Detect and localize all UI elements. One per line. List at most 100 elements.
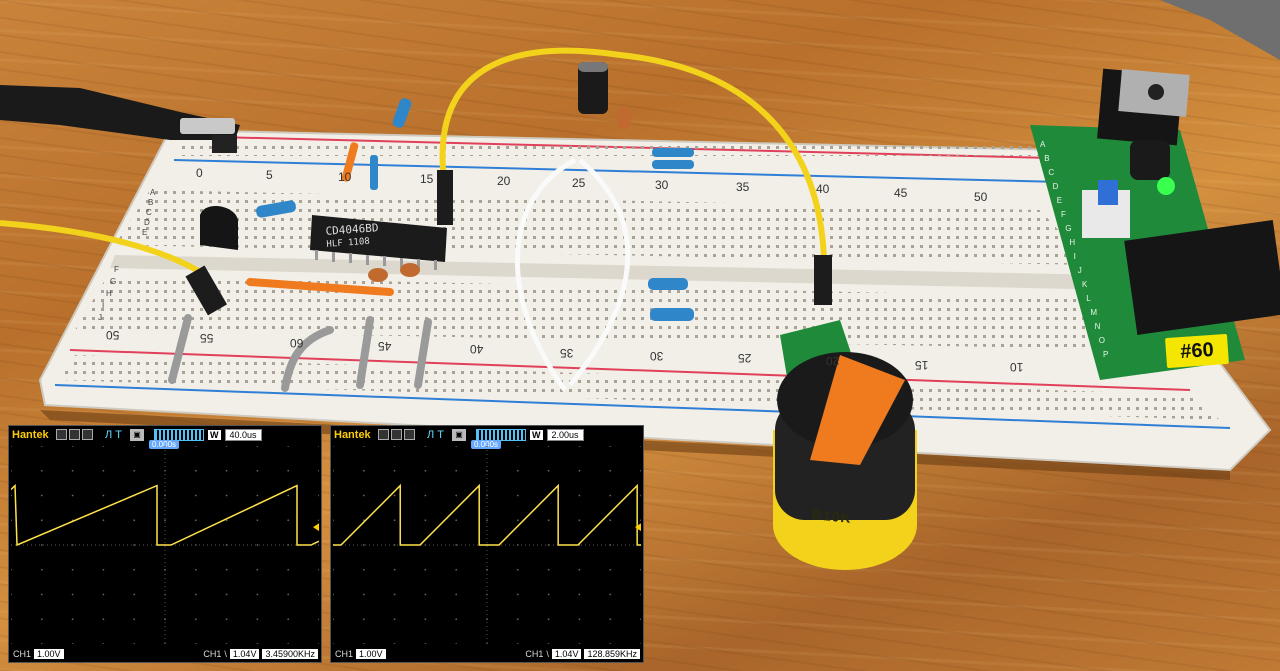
oscilloscope-capture-2: Hantek Л T ▣ W 2.00us 0.000s CH1 1.00V C… bbox=[330, 425, 644, 663]
grid-dot bbox=[393, 618, 396, 621]
grid-dot bbox=[318, 593, 319, 596]
grid-dot bbox=[318, 618, 319, 621]
grid-dot bbox=[194, 593, 197, 596]
trigger-level-marker bbox=[313, 523, 319, 532]
chip-marking: CD4046BD HLF 1108 bbox=[325, 221, 380, 251]
trigger-level: 1.04V bbox=[229, 649, 260, 659]
grid-dot bbox=[164, 494, 166, 497]
grid-dot bbox=[318, 519, 319, 522]
grid-dot bbox=[102, 618, 105, 621]
grid-dot bbox=[102, 469, 105, 472]
grid-dot bbox=[102, 519, 105, 522]
breadboard-number: 40 bbox=[470, 342, 484, 356]
lock-icon: ▣ bbox=[130, 428, 144, 441]
breadboard-number: 20 bbox=[826, 354, 840, 368]
grid-dot bbox=[40, 593, 43, 596]
breadboard-number: 10 bbox=[338, 170, 352, 184]
breadboard-number: 55 bbox=[200, 331, 214, 345]
grid-dot bbox=[640, 469, 641, 472]
grid-dot bbox=[194, 469, 197, 472]
cd4046-chip bbox=[310, 215, 447, 262]
grid-dot bbox=[164, 643, 166, 644]
grid-dot bbox=[516, 494, 519, 497]
grid-dot bbox=[578, 519, 581, 522]
trigger-position: 0.000s bbox=[149, 440, 180, 449]
grid-dot bbox=[362, 544, 365, 546]
grid-dot bbox=[71, 568, 74, 571]
grid-dot bbox=[393, 643, 396, 644]
scope-mode-icons bbox=[56, 429, 93, 440]
grid-dot bbox=[640, 446, 641, 447]
grid-dot bbox=[40, 469, 43, 472]
grid-dot bbox=[393, 544, 396, 546]
frequency-readout: 3.45900KHz bbox=[262, 649, 318, 659]
grid-dot bbox=[40, 519, 43, 522]
grid-dot bbox=[333, 568, 334, 571]
channel-volts: 1.00V bbox=[356, 649, 386, 659]
grid-dot bbox=[640, 568, 641, 571]
grid-dot bbox=[194, 618, 197, 621]
grid-dot bbox=[11, 469, 12, 472]
yellow-jumper-left bbox=[0, 220, 207, 278]
pcb-header-letter: N bbox=[1094, 322, 1101, 331]
scope-mode-icons bbox=[378, 429, 415, 440]
grid-dot bbox=[424, 446, 427, 447]
electrolytic-capacitor bbox=[578, 62, 608, 114]
grid-dot bbox=[287, 643, 290, 644]
pcb-header-letter: M bbox=[1090, 308, 1098, 317]
grid-dot bbox=[287, 446, 290, 447]
pcb-header-letter: P bbox=[1103, 350, 1109, 359]
grid-dot bbox=[225, 618, 228, 621]
channel-label: CH1 bbox=[335, 649, 354, 659]
grid-dot bbox=[393, 469, 396, 472]
scope-footer: CH1 1.00V CH1 \ 1.04V 3.45900KHz bbox=[9, 646, 321, 662]
grid-dot bbox=[256, 494, 259, 497]
scope-header: Hantek Л T ▣ W 2.00us bbox=[331, 426, 643, 443]
grid-dot bbox=[362, 494, 365, 497]
grid-dot bbox=[609, 618, 612, 621]
grid-dot bbox=[516, 446, 519, 447]
grid-dot bbox=[609, 469, 612, 472]
grid-dot bbox=[333, 494, 334, 497]
grid-dot bbox=[318, 568, 319, 571]
breadboard-number: 20 bbox=[497, 174, 511, 188]
pcb-header-letter: E bbox=[1056, 196, 1063, 205]
grid-dot bbox=[102, 568, 105, 571]
channel-volts: 1.00V bbox=[34, 649, 64, 659]
grid-dot bbox=[287, 494, 290, 497]
breadboard-row-letter: D bbox=[144, 218, 150, 227]
breadboard-number: 5 bbox=[266, 168, 273, 182]
grid-dot bbox=[393, 494, 396, 497]
breadboard-row-letter: C bbox=[146, 208, 152, 217]
grid-dot bbox=[424, 618, 427, 621]
grid-dot bbox=[11, 446, 12, 447]
grid-dot bbox=[333, 446, 334, 447]
pcb-header-letter: B bbox=[1044, 154, 1050, 163]
breadboard-number: 30 bbox=[650, 349, 664, 363]
grid-dot bbox=[609, 446, 612, 447]
grid-dot bbox=[133, 643, 136, 644]
grid-dot bbox=[640, 643, 641, 644]
grid-dot bbox=[225, 469, 228, 472]
window-label: W bbox=[208, 429, 221, 440]
pcb-header-letter: K bbox=[1082, 280, 1088, 289]
background-box bbox=[1160, 0, 1280, 60]
sawtooth-trace bbox=[11, 483, 319, 547]
grid-dot bbox=[362, 643, 365, 644]
grid-dot bbox=[318, 494, 319, 497]
grid-dot bbox=[71, 494, 74, 497]
grid-dot bbox=[71, 593, 74, 596]
grid-dot bbox=[225, 593, 228, 596]
grid-dot bbox=[133, 568, 136, 571]
grid-dot bbox=[225, 568, 228, 571]
breadboard-number: 45 bbox=[378, 339, 392, 353]
grid-dot bbox=[547, 618, 550, 621]
grid-dot bbox=[516, 593, 519, 596]
scope-brand: Hantek bbox=[12, 428, 49, 441]
grid-dot bbox=[40, 446, 43, 447]
grid-dot bbox=[578, 469, 581, 472]
grid-dot bbox=[333, 469, 334, 472]
grid-dot bbox=[578, 643, 581, 644]
breadboard-row-letter: E bbox=[142, 228, 148, 237]
